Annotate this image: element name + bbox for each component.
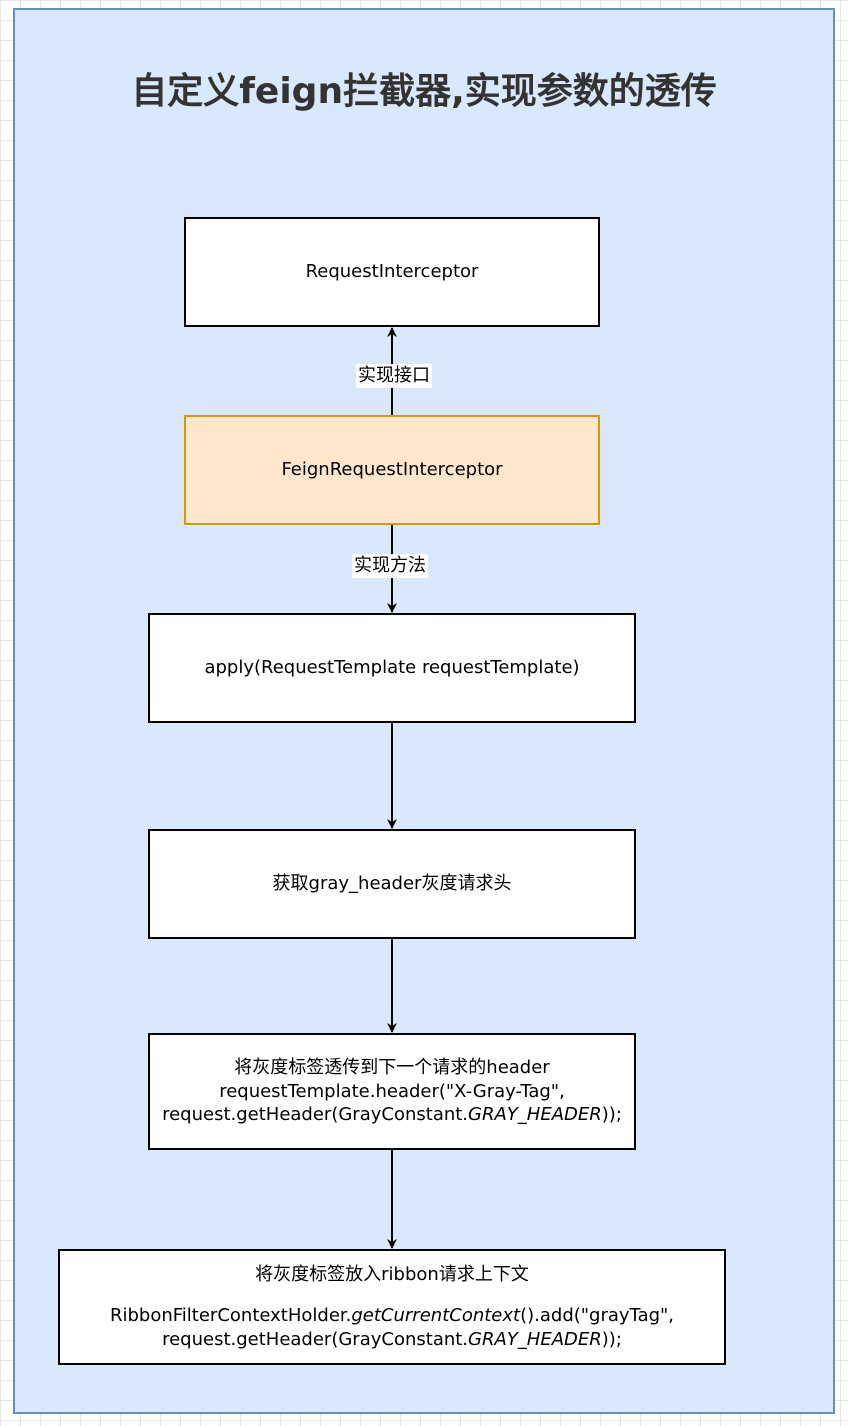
node-ribbon-context-line3: request.getHeader(GrayConstant.GRAY_HEAD…: [162, 1328, 622, 1351]
edge-label-implements-interface: 实现接口: [356, 364, 432, 388]
node-pass-header: 将灰度标签透传到下一个请求的header requestTemplate.hea…: [148, 1033, 636, 1150]
node-ribbon-context-line1: 将灰度标签放入ribbon请求上下文: [255, 1263, 529, 1285]
node-ribbon-context-line3-prefix: request.getHeader(GrayConstant.: [162, 1328, 469, 1350]
node-feign-request-interceptor-label: FeignRequestInterceptor: [281, 459, 503, 481]
node-get-gray-header: 获取gray_header灰度请求头: [148, 829, 636, 939]
node-pass-header-line3-suffix: ));: [601, 1104, 622, 1126]
node-ribbon-context: 将灰度标签放入ribbon请求上下文 RibbonFilterContextHo…: [58, 1249, 726, 1365]
node-ribbon-context-line2-suffix: ().add("grayTag",: [520, 1305, 675, 1327]
node-pass-header-line3-italic: GRAY_HEADER: [468, 1104, 602, 1126]
node-pass-header-line3-prefix: request.getHeader(GrayConstant.: [162, 1104, 469, 1126]
node-ribbon-context-line2-prefix: RibbonFilterContextHolder.: [109, 1305, 352, 1327]
node-feign-request-interceptor: FeignRequestInterceptor: [184, 415, 600, 525]
node-pass-header-line3: request.getHeader(GrayConstant.GRAY_HEAD…: [162, 1103, 622, 1126]
node-ribbon-context-line2: RibbonFilterContextHolder.getCurrentCont…: [110, 1304, 674, 1327]
node-request-interceptor-label: RequestInterceptor: [305, 261, 479, 283]
node-get-gray-header-label: 获取gray_header灰度请求头: [272, 873, 512, 895]
node-ribbon-context-line2-italic: getCurrentContext: [351, 1305, 521, 1327]
node-pass-header-line1: 将灰度标签透传到下一个请求的header: [234, 1057, 550, 1079]
node-apply-method: apply(RequestTemplate requestTemplate): [148, 613, 636, 723]
node-ribbon-context-line3-suffix: ));: [601, 1328, 622, 1350]
node-pass-header-line2: requestTemplate.header("X-Gray-Tag",: [219, 1080, 565, 1102]
node-request-interceptor: RequestInterceptor: [184, 217, 600, 327]
diagram-title: 自定义feign拦截器,实现参数的透传: [131, 71, 717, 112]
node-ribbon-context-line3-italic: GRAY_HEADER: [468, 1328, 602, 1350]
node-apply-method-label: apply(RequestTemplate requestTemplate): [204, 657, 580, 679]
edge-label-implements-method: 实现方法: [352, 554, 428, 578]
